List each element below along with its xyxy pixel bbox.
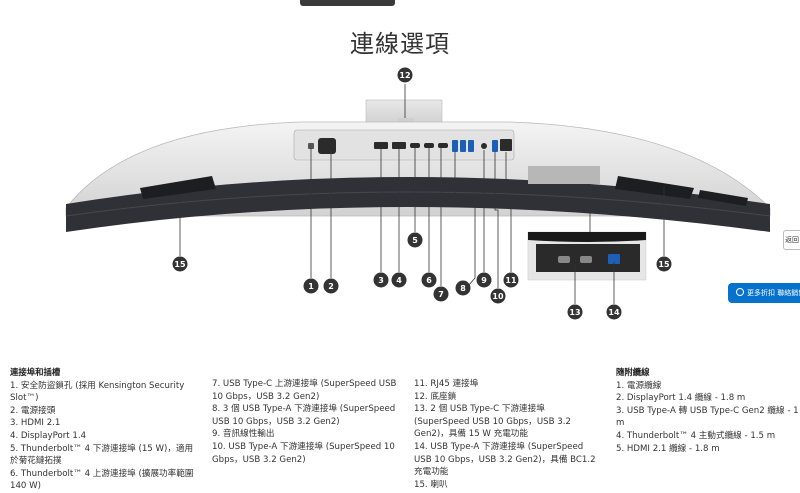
svg-text:2: 2 [328,282,334,291]
list-item: 10. USB Type-A 下游連接埠 (SuperSpeed 10 Gbps… [212,441,395,465]
io-panel [293,129,515,161]
callout-14: 14 [606,304,622,320]
list-item: 1. 安全防盜鎖孔 (採用 Kensington Security Slot™) [10,380,185,404]
speaker-grille-left [140,176,216,199]
list-item: 12. 底座鎖 [414,391,457,402]
cables-column: 隨附纜線 1. 電源纜線 2. DisplayPort 1.4 纜線 - 1.8… [616,366,800,455]
list-item: 4. Thunderbolt™ 4 主動式纜線 - 1.5 m [616,430,776,441]
callout-12: 12 [397,67,413,83]
monitor-rear-diagram: 12 1 2 3 4 5 6 7 8 9 10 11 13 14 15 15 [65,67,771,320]
side-back-tab[interactable]: 返回 [783,230,800,250]
cables-heading: 隨附纜線 [616,367,650,377]
callout-13: 13 [567,304,583,320]
ports-column-2: 7. USB Type-C 上游連接埠 (SuperSpeed USB 10 G… [212,378,402,466]
contact-sales-button[interactable]: 更多折扣 聯絡銷售 [728,283,800,303]
contact-sales-label: 更多折扣 聯絡銷售 [747,289,800,297]
ports-column: 連接埠和插槽 1. 安全防盜鎖孔 (採用 Kensington Security… [10,366,194,493]
list-item: 5. HDMI 2.1 纜線 - 1.8 m [616,443,720,454]
svg-text:12: 12 [399,71,410,80]
lower-right-hatch [528,166,600,184]
list-item: 9. 音訊線性輸出 [212,429,275,440]
list-item: 13. 2 個 USB Type-C 下游連接埠 (SuperSpeed USB… [414,404,571,440]
callout-5: 5 [407,232,423,248]
svg-text:15: 15 [658,260,670,269]
list-item: 11. RJ45 連接埠 [414,379,479,389]
speaker-grille-edge-right [698,190,748,206]
page-title: 連線選項 [350,30,450,58]
callout-11: 11 [503,272,519,288]
callout-7: 7 [433,286,449,302]
list-item: 5. Thunderbolt™ 4 下游連接埠 (15 W)，適用於菊花鏈拓撲 [10,443,194,467]
svg-text:15: 15 [174,260,186,269]
list-item: 7. USB Type-C 上游連接埠 (SuperSpeed USB 10 G… [212,379,397,402]
svg-text:14: 14 [608,308,620,317]
list-item: 3. USB Type-A 轉 USB Type-C Gen2 纜線 - 1 m [616,405,799,429]
headset-icon [736,288,744,296]
callout-8: 8 [455,280,471,296]
bottom-port-inset [527,231,647,281]
callout-1: 1 [303,278,319,294]
svg-text:10: 10 [492,292,504,301]
svg-text:3: 3 [378,276,384,285]
svg-text:7: 7 [438,290,444,299]
svg-text:13: 13 [569,308,580,317]
svg-text:11: 11 [505,276,517,285]
svg-text:6: 6 [426,276,432,285]
callout-3: 3 [373,272,389,288]
list-item: 14. USB Type-A 下游連接埠 (SuperSpeed USB 10 … [414,441,596,478]
list-item: 2. DisplayPort 1.4 纜線 - 1.8 m [616,393,746,404]
callouts: 12 1 2 3 4 5 6 7 8 9 10 11 13 14 15 15 [172,67,672,320]
callout-2: 2 [323,278,339,294]
callout-4: 4 [391,272,407,288]
speaker-grille-right [615,176,694,199]
svg-text:4: 4 [396,276,402,285]
callout-15-left: 15 [172,256,188,272]
callout-15-right: 15 [656,256,672,272]
list-item: 6. Thunderbolt™ 4 上游連接埠 (擴展功率範圍 140 W) [10,468,194,492]
ports-heading: 連接埠和插槽 [10,367,61,377]
list-item: 8. 3 個 USB Type-A 下游連接埠 (SuperSpeed USB … [212,404,396,427]
callout-9: 9 [476,272,492,288]
svg-text:5: 5 [412,236,418,245]
list-item: 1. 電源纜線 [616,380,662,391]
list-item: 15. 喇叭 [414,479,448,490]
list-item: 3. HDMI 2.1 [10,418,61,429]
svg-text:8: 8 [460,284,466,293]
list-item: 2. 電源接頭 [10,405,56,416]
svg-text:9: 9 [481,276,487,285]
ports-column-3: 11. RJ45 連接埠 12. 底座鎖 13. 2 個 USB Type-C … [414,378,600,491]
monitor-shell [65,121,771,232]
leader-lines [179,84,665,304]
list-item: 4. DisplayPort 1.4 [10,430,87,441]
callout-10: 10 [490,288,506,304]
svg-text:1: 1 [308,282,314,291]
callout-6: 6 [421,272,437,288]
monitor-image-top-edge [300,0,395,6]
